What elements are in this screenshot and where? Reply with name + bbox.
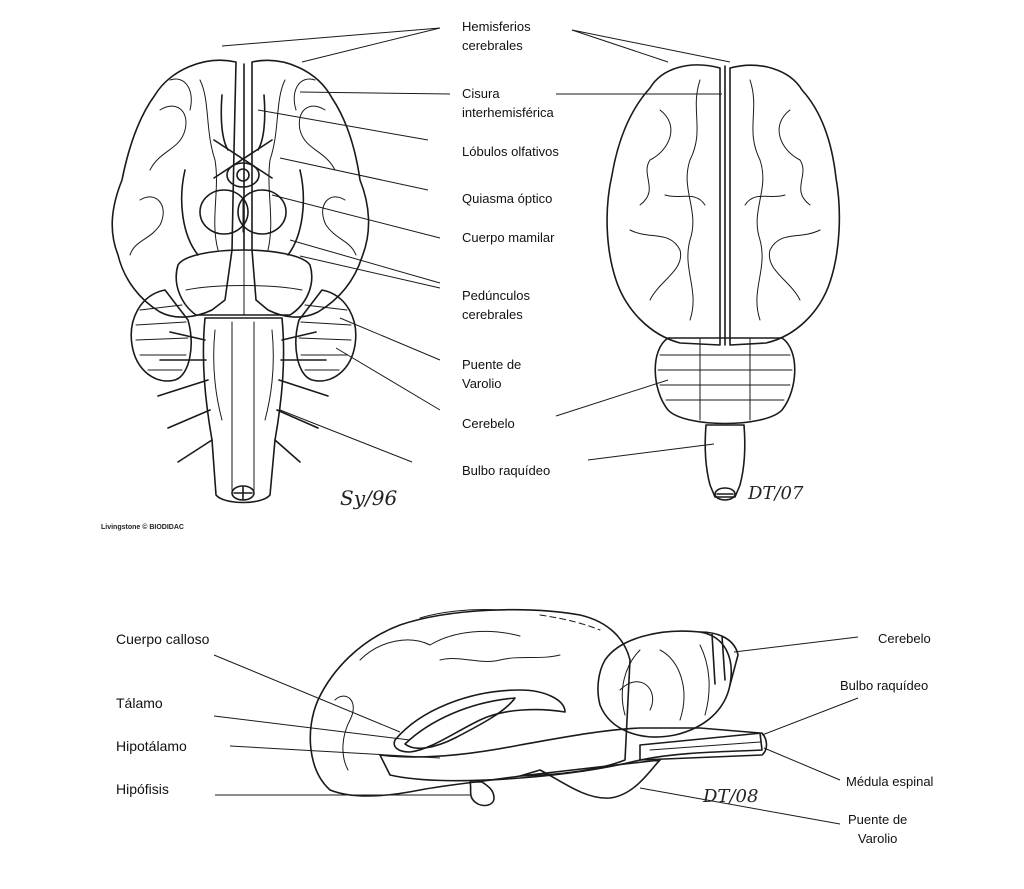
label-puente-line2: Varolio	[462, 376, 502, 391]
signature-sagittal: DT/08	[703, 786, 759, 807]
ventral-brain-drawing	[111, 59, 370, 504]
label-talamo: Tálamo	[116, 695, 163, 711]
label-bulbo-top: Bulbo raquídeo	[462, 463, 551, 478]
label-hipotalamo: Hipotálamo	[116, 738, 187, 754]
label-pedunculos-line2: cerebrales	[462, 307, 523, 322]
label-cisura-line1: Cisura	[462, 86, 500, 101]
label-cuerpo-calloso: Cuerpo calloso	[116, 631, 210, 647]
signature-dorsal: DT/07	[748, 483, 804, 504]
sagittal-leader-lines	[213, 636, 859, 825]
label-medula-espinal: Médula espinal	[846, 774, 934, 789]
label-hemisferios: Hemisferios cerebrales	[462, 17, 531, 55]
label-lobulos-olfativos: Lóbulos olfativos	[462, 144, 559, 159]
signature-ventral: Sy/96	[340, 486, 398, 510]
label-hemisferios-line1: Hemisferios	[462, 19, 531, 34]
label-bulbo-bottom: Bulbo raquídeo	[840, 678, 929, 693]
label-pedunculos: Pedúnculos cerebrales	[462, 286, 530, 324]
label-cisura: Cisura interhemisférica	[462, 84, 554, 122]
credit-line: Livingstone © BIODIDAC	[101, 524, 184, 531]
label-cerebelo-top: Cerebelo	[462, 416, 515, 431]
label-puente-bottom-line2: Varolio	[857, 831, 898, 846]
dorsal-leader-lines	[555, 29, 731, 461]
sagittal-brain-drawing	[309, 608, 768, 807]
label-hemisferios-line2: cerebrales	[462, 38, 523, 53]
label-pedunculos-line1: Pedúnculos	[462, 288, 530, 303]
dorsal-brain-drawing	[606, 64, 841, 501]
label-puente-varolio-bottom: Puente de Varolio	[848, 810, 907, 848]
label-puente-varolio: Puente de Varolio	[462, 355, 521, 393]
label-puente-bottom-line1: Puente de	[848, 812, 908, 827]
label-hipofisis: Hipófisis	[116, 781, 169, 797]
label-cerebelo-bottom: Cerebelo	[878, 631, 931, 646]
label-cisura-line2: interhemisférica	[462, 105, 554, 120]
label-quiasma-optico: Quiasma óptico	[462, 191, 553, 206]
label-puente-line1: Puente de	[462, 357, 522, 372]
label-cuerpo-mamilar: Cuerpo mamilar	[462, 230, 555, 245]
ventral-leader-lines	[221, 27, 451, 463]
